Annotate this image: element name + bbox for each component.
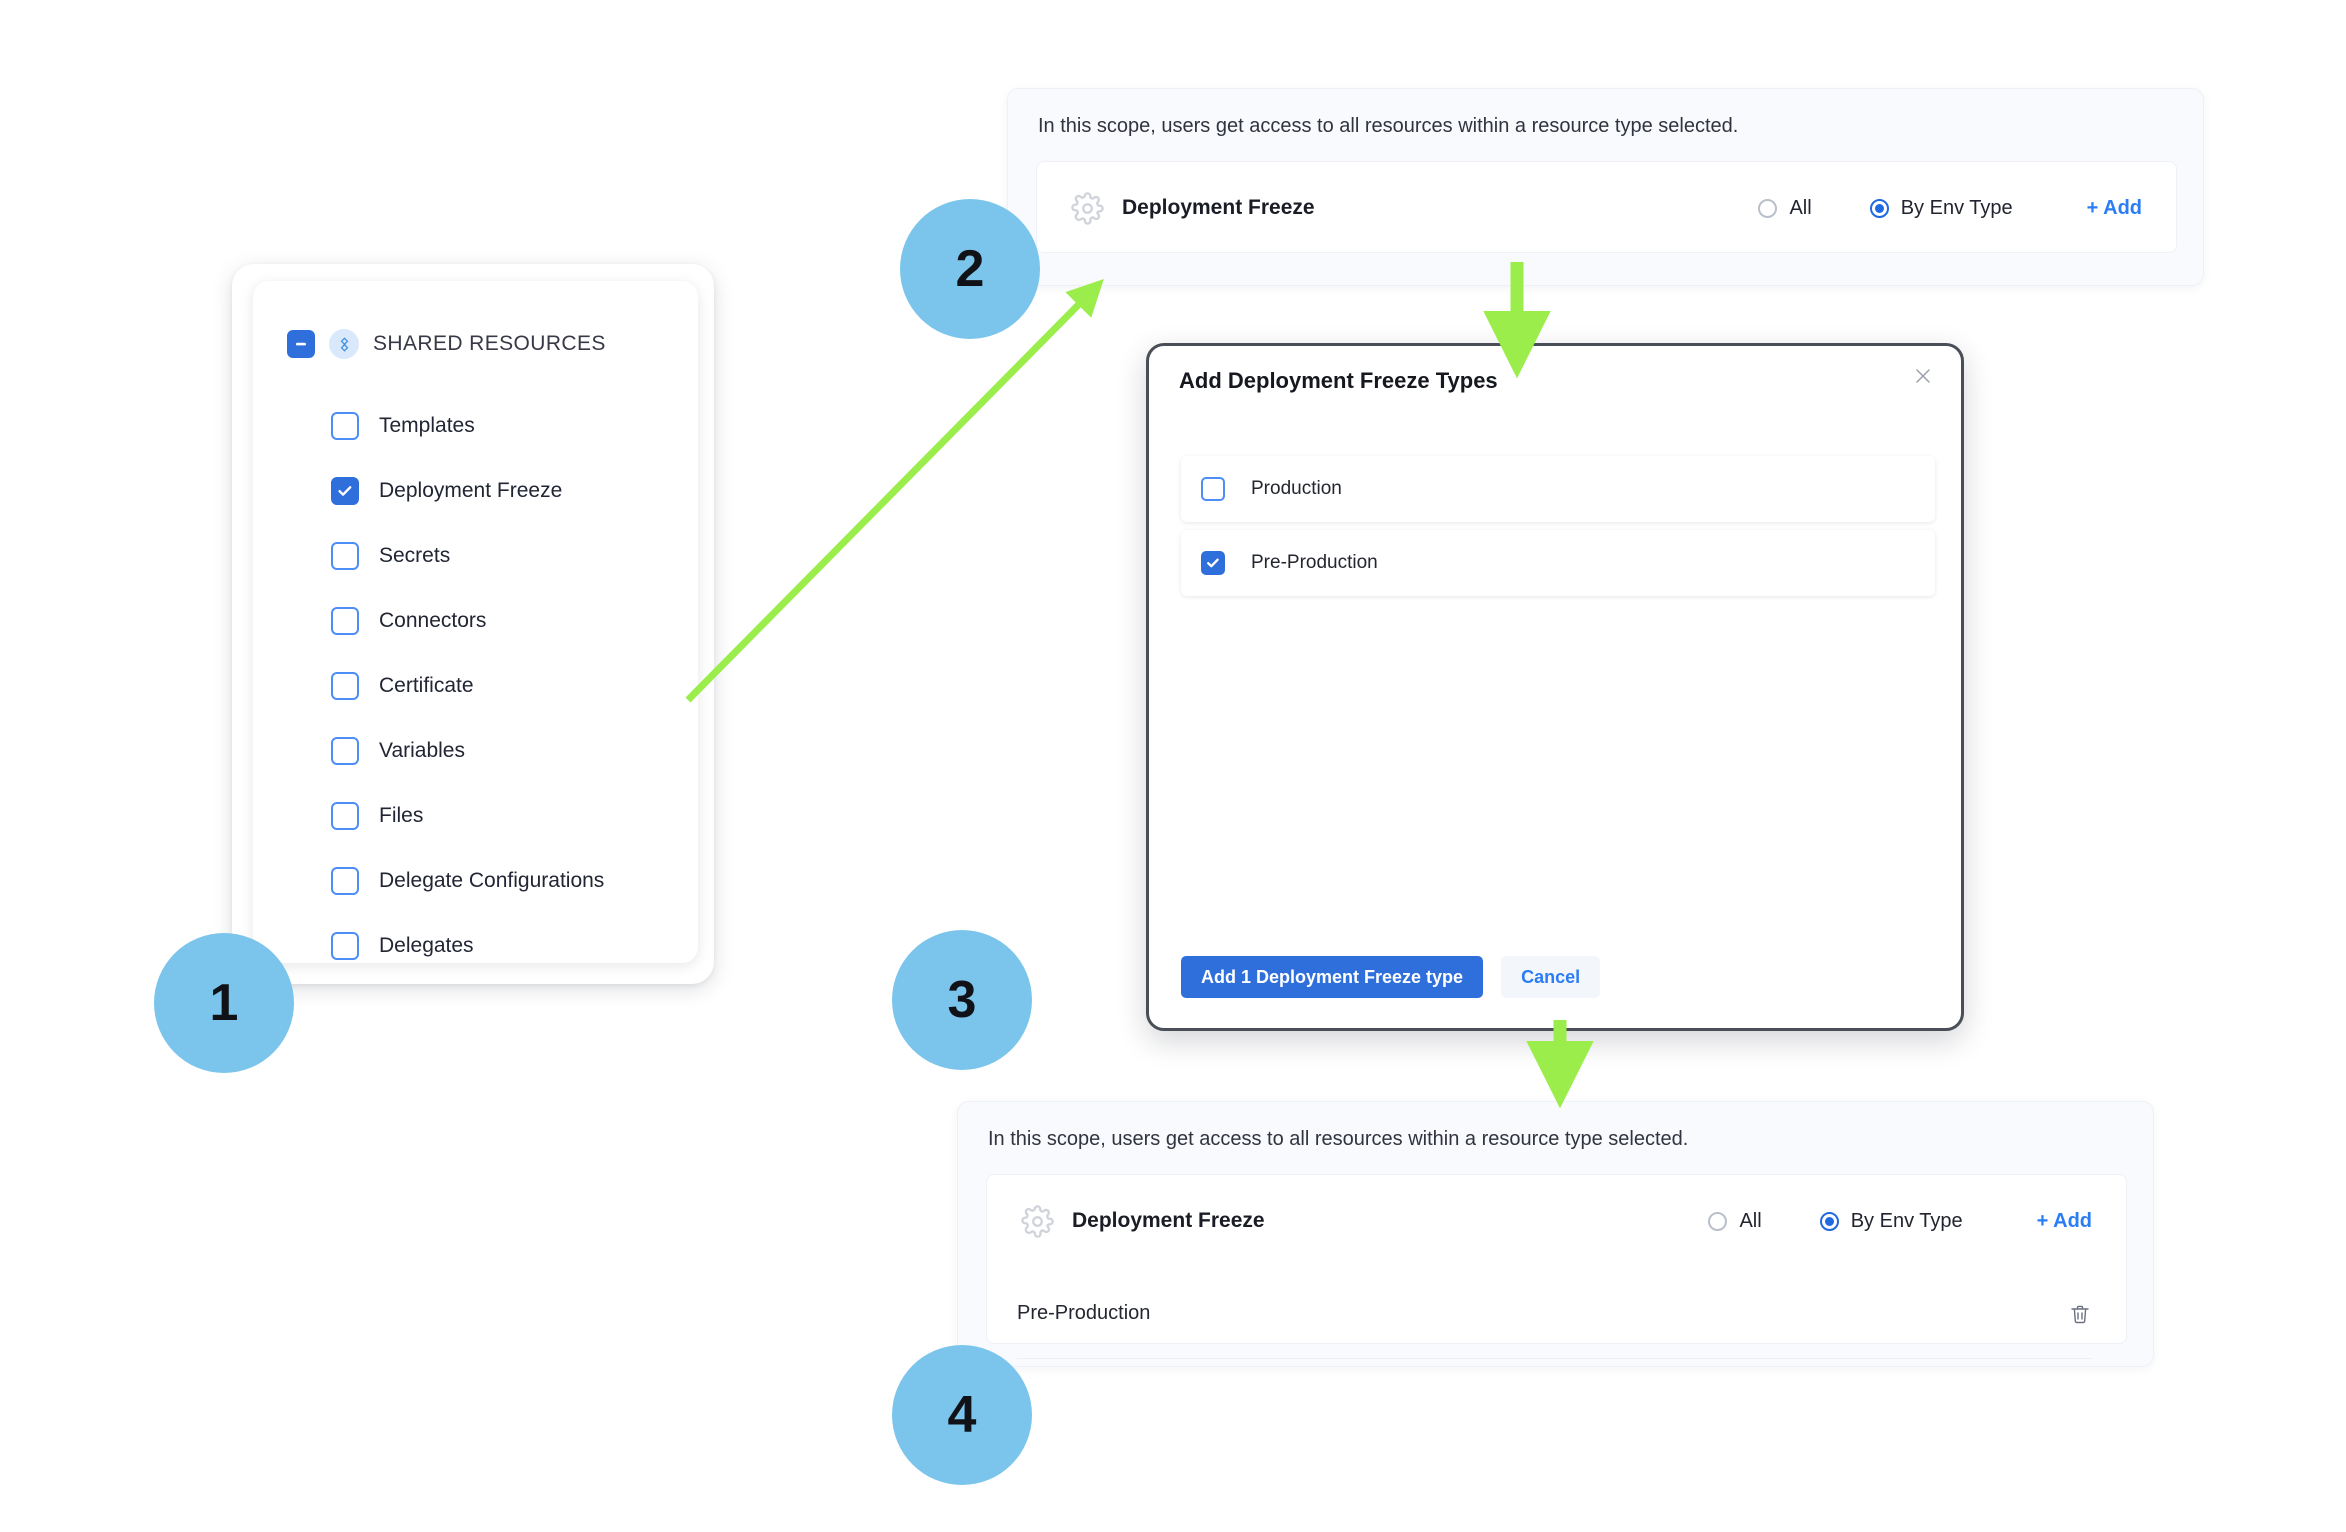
list-item-delegate-configurations[interactable]: Delegate Configurations <box>331 848 691 913</box>
scope-note: In this scope, users get access to all r… <box>988 1128 1689 1150</box>
checkbox-deployment-freeze[interactable] <box>331 476 359 505</box>
checkbox-connectors[interactable] <box>331 606 359 635</box>
radio-label: By Env Type <box>1850 1209 1963 1232</box>
scope-panel-top: In this scope, users get access to all r… <box>1007 88 2204 286</box>
radio-by-env-type[interactable] <box>1819 1211 1839 1231</box>
list-item-connectors[interactable]: Connectors <box>331 588 691 653</box>
list-item-label: Deployment Freeze <box>379 478 563 502</box>
scope-mode-radio-group: All By Env Type + Add <box>1650 1210 2092 1233</box>
step-badge-3: 3 <box>892 930 1032 1070</box>
step-number: 2 <box>955 240 985 298</box>
checkbox-delegate-configurations[interactable] <box>331 866 359 895</box>
list-item-label: Delegates <box>379 933 474 957</box>
modal-title: Add Deployment Freeze Types <box>1179 368 1498 393</box>
list-item-label: Connectors <box>379 608 487 632</box>
arrow-step1-to-step2 <box>685 279 1104 703</box>
checkbox-variables[interactable] <box>331 736 359 765</box>
list-item-label: Delegate Configurations <box>379 868 605 892</box>
step-number: 4 <box>947 1386 977 1444</box>
resource-name: Deployment Freeze <box>1072 1209 1265 1232</box>
modal-footer: Add 1 Deployment Freeze type Cancel <box>1181 956 1601 998</box>
close-icon[interactable] <box>1907 360 1939 392</box>
radio-option-all[interactable]: All <box>1758 196 1812 220</box>
list-item-label: Files <box>379 803 424 827</box>
list-item-delegates[interactable]: Delegates <box>331 913 691 978</box>
step-badge-4: 4 <box>892 1345 1032 1485</box>
gear-icon <box>1021 1204 1054 1238</box>
list-item-label: Variables <box>379 738 465 762</box>
list-item-files[interactable]: Files <box>331 783 691 848</box>
shared-resources-list: Templates Deployment Freeze Secrets Conn… <box>331 393 691 978</box>
add-link[interactable]: + Add <box>2086 196 2142 219</box>
trash-icon[interactable] <box>2068 1302 2092 1326</box>
scope-panel-bottom: In this scope, users get access to all r… <box>957 1101 2154 1367</box>
modal-option-pre-production[interactable]: Pre-Production <box>1181 530 1935 596</box>
list-item-label: Secrets <box>379 543 451 567</box>
checkbox-certificate[interactable] <box>331 671 359 700</box>
list-item-deployment-freeze[interactable]: Deployment Freeze <box>331 458 691 523</box>
modal-option-label: Pre-Production <box>1251 552 1378 573</box>
step-number: 1 <box>209 974 239 1032</box>
selected-value-row: Pre-Production <box>987 1267 2126 1359</box>
radio-label: By Env Type <box>1900 196 2013 219</box>
check-icon <box>338 485 352 496</box>
resource-row-deployment-freeze: Deployment Freeze All By Env Type + Add <box>1037 162 2176 254</box>
resource-name: Deployment Freeze <box>1122 196 1315 219</box>
checkbox-pre-production[interactable] <box>1201 551 1225 575</box>
cancel-button[interactable]: Cancel <box>1501 956 1601 998</box>
list-item-label: Templates <box>379 413 475 437</box>
shared-resources-content: SHARED RESOURCES Templates Deployment Fr… <box>253 281 698 963</box>
add-deployment-freeze-type-button[interactable]: Add 1 Deployment Freeze type <box>1181 956 1484 998</box>
scope-note: In this scope, users get access to all r… <box>1038 115 1739 137</box>
add-link[interactable]: + Add <box>2036 1209 2092 1232</box>
checkbox-templates[interactable] <box>331 411 359 440</box>
resources-diamond-icon <box>329 329 359 359</box>
check-icon <box>1207 558 1219 568</box>
radio-label: All <box>1739 1209 1762 1232</box>
selected-value-label: Pre-Production <box>1017 1302 1151 1324</box>
checkbox-production[interactable] <box>1201 477 1225 501</box>
radio-option-all[interactable]: All <box>1708 1209 1762 1233</box>
resource-row-deployment-freeze: Deployment Freeze All By Env Type + Add <box>987 1175 2126 1267</box>
resource-type-card: Deployment Freeze All By Env Type + Add <box>1036 161 2177 253</box>
list-item-label: Certificate <box>379 673 474 697</box>
list-item-variables[interactable]: Variables <box>331 718 691 783</box>
radio-label: All <box>1789 196 1812 219</box>
gear-icon <box>1071 191 1104 225</box>
modal-option-production[interactable]: Production <box>1181 456 1935 522</box>
radio-option-by-env-type[interactable]: By Env Type <box>1869 196 2013 220</box>
radio-all[interactable] <box>1758 198 1778 218</box>
list-item-secrets[interactable]: Secrets <box>331 523 691 588</box>
modal-option-label: Production <box>1251 478 1342 499</box>
shared-resources-title: SHARED RESOURCES <box>373 332 606 355</box>
step-number: 3 <box>947 971 977 1029</box>
step-badge-1: 1 <box>154 933 294 1073</box>
checkbox-secrets[interactable] <box>331 541 359 570</box>
radio-option-by-env-type[interactable]: By Env Type <box>1819 1209 1963 1233</box>
radio-by-env-type[interactable] <box>1869 198 1889 218</box>
step-badge-2: 2 <box>900 199 1040 339</box>
scope-mode-radio-group: All By Env Type + Add <box>1700 197 2142 220</box>
minus-icon <box>296 342 306 346</box>
list-item-certificate[interactable]: Certificate <box>331 653 691 718</box>
shared-resources-select-all-checkbox[interactable] <box>287 330 315 358</box>
shared-resources-header[interactable]: SHARED RESOURCES <box>287 329 606 359</box>
shared-resources-card <box>253 281 698 963</box>
add-deployment-freeze-types-modal: Add Deployment Freeze Types Production P… <box>1146 343 1964 1031</box>
resource-type-card: Deployment Freeze All By Env Type + Add … <box>986 1174 2127 1359</box>
checkbox-delegates[interactable] <box>331 931 359 960</box>
list-item-templates[interactable]: Templates <box>331 393 691 458</box>
radio-all[interactable] <box>1708 1211 1728 1231</box>
checkbox-files[interactable] <box>331 801 359 830</box>
